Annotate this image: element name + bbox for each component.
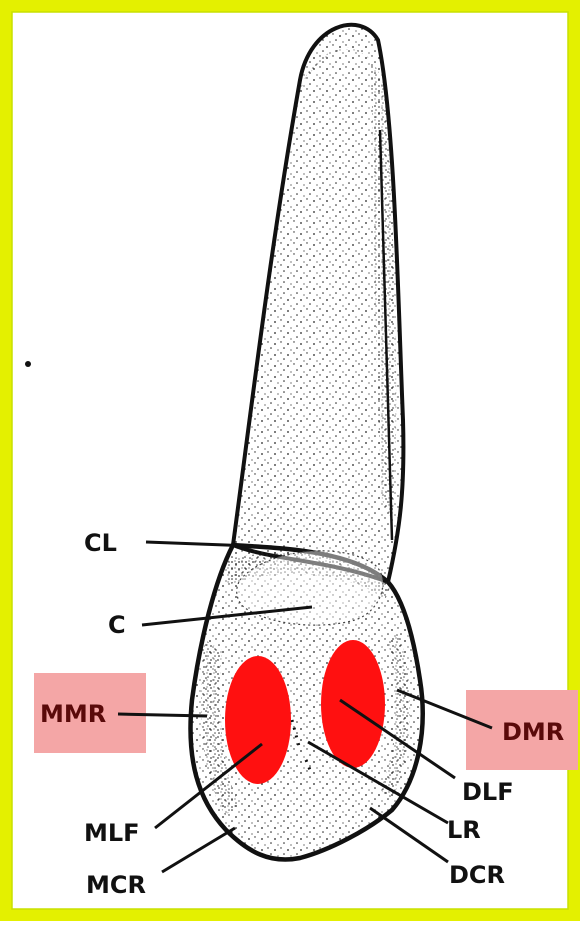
- label-c: C: [108, 611, 126, 639]
- label-dcr: DCR: [449, 861, 505, 889]
- label-mmr: MMR: [40, 700, 106, 728]
- label-dlf: DLF: [462, 778, 514, 806]
- label-cl: CL: [84, 529, 117, 557]
- mmr-leader: [118, 714, 207, 716]
- label-mcr: MCR: [86, 871, 146, 899]
- label-lr: LR: [447, 816, 481, 844]
- mcr-leader: [162, 828, 235, 872]
- label-dmr: DMR: [502, 718, 564, 746]
- stray-dot: [25, 361, 31, 367]
- label-mlf: MLF: [84, 819, 140, 847]
- distal-lingual-fossa: [321, 640, 385, 768]
